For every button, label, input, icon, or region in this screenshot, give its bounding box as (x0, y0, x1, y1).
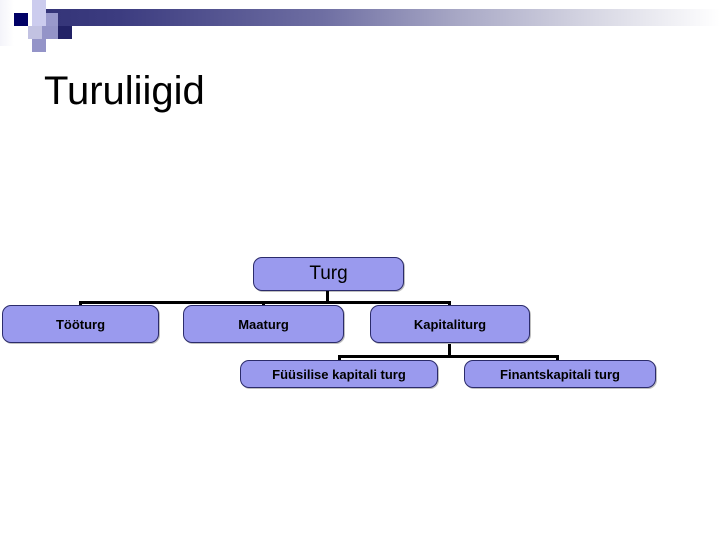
connector-drop-fyysilise (338, 355, 341, 364)
square-pale-lavender-2-icon (32, 13, 46, 26)
node-finantskapitali-turg-label: Finantskapitali turg (500, 366, 620, 382)
square-pale-lavender-3-icon (28, 26, 42, 39)
square-mid-periwinkle-3-icon (42, 26, 58, 39)
square-deep-indigo-icon (58, 26, 72, 39)
node-fuusilise-kapitali-turg-label: Füüsilise kapitali turg (272, 366, 406, 382)
connector-level2-bar (79, 301, 451, 304)
node-maaturg-label: Maaturg (238, 316, 289, 332)
square-dark-navy-icon (14, 13, 28, 26)
connector-level3-bar (338, 355, 559, 358)
connector-kapitaliturg-stem (448, 344, 451, 357)
node-finantskapitali-turg[interactable]: Finantskapitali turg (464, 360, 656, 388)
header-gradient-bar (38, 9, 720, 26)
connector-root-stem (326, 288, 329, 303)
slide-header-decoration (0, 0, 720, 52)
node-kapitaliturg-label: Kapitaliturg (413, 316, 487, 332)
node-tooturg-label: Tööturg (55, 316, 106, 332)
square-faint-lilac-icon (0, 0, 14, 46)
page-title: Turuliigid (44, 69, 205, 113)
node-maaturg[interactable]: Maaturg (183, 305, 344, 343)
square-pale-lavender-icon (32, 0, 46, 13)
connector-drop-finants (556, 355, 559, 364)
square-mid-periwinkle-2-icon (46, 13, 58, 26)
node-fuusilise-kapitali-turg[interactable]: Füüsilise kapitali turg (240, 360, 438, 388)
node-turg[interactable]: Turg (253, 257, 404, 291)
node-turg-label: Turg (309, 263, 348, 284)
square-mid-periwinkle-4-icon (32, 39, 46, 52)
node-tooturg[interactable]: Tööturg (2, 305, 159, 343)
node-kapitaliturg[interactable]: Kapitaliturg (370, 305, 530, 343)
